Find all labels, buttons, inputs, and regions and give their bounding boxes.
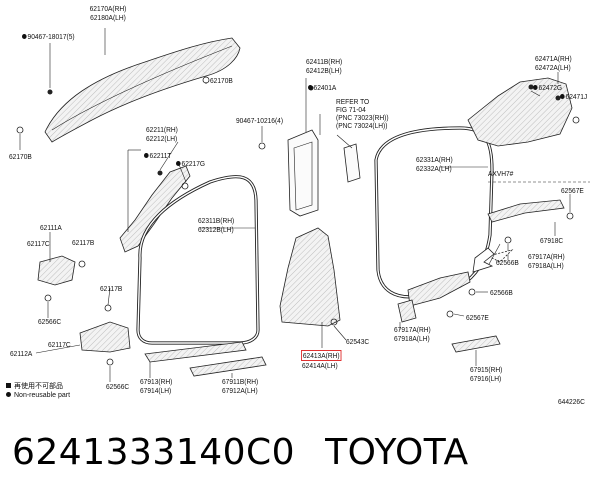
label-62117C-a: 62117C [27, 239, 50, 248]
label-62170A: 62170A(RH) [89, 4, 127, 13]
rear-door-weatherstrip [374, 126, 494, 299]
label-diagram-code: 644226C [558, 397, 585, 406]
label-67914: 67914(LH) [140, 386, 172, 395]
label-62401A: 62401A [308, 84, 336, 92]
label-90467-10216: 90467-10216(4) [236, 116, 284, 125]
label-62411B: 62411B(RH) [306, 57, 343, 66]
label-67918A: 67918A(LH) [528, 261, 564, 270]
label-axvh7: AXVH7# [488, 169, 514, 178]
label-62170B-a: 62170B [210, 76, 233, 85]
center-pillar-upper [258, 78, 361, 217]
front-scuff-plates [144, 341, 267, 378]
center-pillar-lower [279, 227, 347, 348]
label-62414A: 62414A(LH) [302, 361, 338, 370]
label-62566B-a: 62566B [496, 258, 519, 267]
label-62311B: 62311B(RH) [198, 216, 235, 225]
label-67911B: 67911B(RH) [222, 377, 259, 386]
part-caption: 6241333140C0 TOYOTA [12, 432, 499, 473]
label-62566C-b: 62566C [106, 382, 130, 391]
label-62170B-b: 62170B [9, 152, 32, 161]
label-refer-3: (PNC 73023(RH)) [336, 113, 389, 122]
label-67918B: 67918A(LH) [394, 334, 430, 343]
label-67916: 67916(LH) [470, 374, 502, 383]
label-62211T: 62211T [144, 152, 171, 160]
rear-step-trims [397, 181, 590, 366]
label-62211: 62211(RH) [146, 125, 178, 134]
roof-side-garnish [16, 28, 241, 150]
label-67917A: 67917A(RH) [528, 252, 565, 261]
front-door-weatherstrip [136, 175, 260, 345]
label-refer-2: FIG 71-04 [336, 105, 366, 114]
label-67915: 67915(RH) [470, 365, 503, 374]
label-62566C-a: 62566C [38, 317, 62, 326]
label-62412B: 62412B(LH) [306, 66, 342, 75]
label-62117C-b: 62117C [48, 340, 71, 349]
brand-name: TOYOTA [325, 432, 469, 473]
label-62413A: 62413A(RH) [301, 350, 342, 361]
cowl-side-trim [35, 232, 131, 382]
label-90467-18017: 90467-18017(5) [22, 33, 75, 41]
label-62472A: 62472A(LH) [535, 63, 571, 72]
direction-arrow [472, 247, 495, 273]
label-62217G: 62217G [176, 160, 205, 168]
label-62566B-b: 62566B [490, 288, 513, 297]
label-62471J: 62471J [560, 93, 587, 101]
label-67913: 67913(RH) [140, 377, 173, 386]
label-62117B-a: 62117B [72, 238, 95, 247]
part-number: 6241333140C0 [12, 432, 296, 473]
label-62567E-b: 62567E [466, 313, 489, 322]
label-62117B-b: 62117B [100, 284, 123, 293]
dot-bullet-icon [6, 392, 11, 397]
label-62332A: 62332A(LH) [416, 164, 452, 173]
label-refer-1: REFER TO [336, 97, 370, 106]
front-pillar-garnish [119, 149, 191, 253]
label-62312B: 62312B(LH) [198, 225, 234, 234]
label-62331A: 62331A(RH) [416, 155, 453, 164]
legend-nonreusable: Non-reusable part [6, 392, 70, 399]
legend-reused: 再使用不可部品 [6, 381, 63, 391]
quarter-pillar-garnish [467, 72, 580, 147]
label-62180A: 62180A(LH) [90, 13, 126, 22]
label-62212: 62212(LH) [146, 134, 178, 143]
leader-lines [159, 90, 541, 229]
diagram-drawing [16, 28, 590, 382]
label-62472G: 62472G [533, 84, 562, 92]
label-67918C: 67918C [540, 236, 564, 245]
label-62543C: 62543C [346, 337, 370, 346]
label-67912A: 67912A(LH) [222, 386, 258, 395]
label-67917B: 67917A(RH) [394, 325, 431, 334]
label-62567E-a: 62567E [561, 186, 584, 195]
label-62111A: 62111A [40, 223, 62, 232]
label-refer-4: (PNC 73024(LH)) [336, 121, 388, 130]
label-62112A: 62112A [10, 349, 33, 358]
label-62471A: 62471A(RH) [535, 54, 572, 63]
parts-diagram: 62170A(RH) 62180A(LH) 90467-18017(5) 621… [6, 4, 590, 406]
square-bullet-icon [6, 383, 11, 388]
